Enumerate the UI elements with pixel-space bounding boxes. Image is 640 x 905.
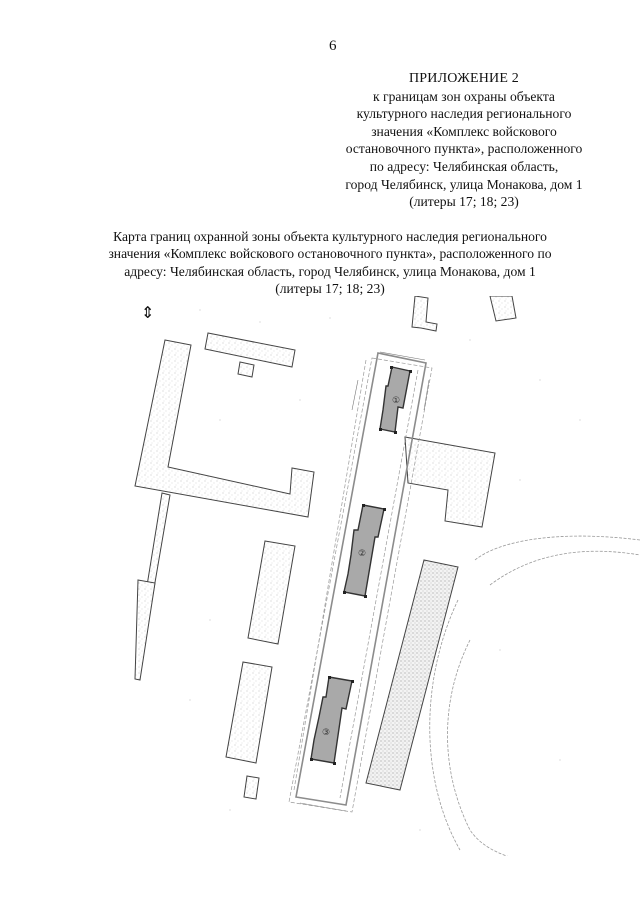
object-label-1: ① (392, 396, 400, 406)
caption-line: адресу: Челябинская область, город Челяб… (124, 263, 536, 279)
appendix-line: (литеры 17; 18; 23) (409, 194, 519, 210)
appendix-line: значения «Комплекс войскового (371, 123, 557, 139)
vertex-markers (310, 366, 412, 765)
building-l-small (411, 296, 438, 332)
protection-zone-inner (288, 357, 433, 813)
neighbor-building-right (404, 436, 496, 528)
neighbor-buildings-left (134, 332, 315, 800)
dimension-lines (299, 351, 430, 812)
building-tr (489, 296, 517, 322)
caption-line: значения «Комплекс войскового остановочн… (108, 246, 552, 262)
building-u-shaped (134, 339, 315, 518)
object-label-2: ② (358, 549, 366, 559)
neighbor-buildings-top-right (411, 296, 517, 332)
stadium-outline (429, 535, 640, 856)
appendix-line: город Челябинск, улица Монакова, дом 1 (345, 176, 583, 192)
object-label-3: ③ (322, 728, 330, 738)
building-rect-2 (225, 661, 273, 764)
protected-object-3 (310, 676, 353, 764)
north-arrow-icon: ⇕ (141, 303, 155, 322)
building-top (204, 332, 296, 368)
building-small (243, 775, 260, 800)
caption-line: Карта границ охранной зоны объекта культ… (113, 229, 547, 244)
caption-line: (литеры 17; 18; 23) (275, 281, 385, 297)
scan-noise (189, 309, 581, 831)
page-number: 6 (329, 38, 337, 54)
site-map: ① ② ③ (134, 296, 640, 856)
protection-zone-boundary (295, 352, 427, 806)
appendix-line: культурного наследия регионального (356, 106, 572, 122)
appendix-header: ПРИЛОЖЕНИЕ 2 к границам зон охраны объек… (312, 70, 616, 211)
appendix-title: ПРИЛОЖЕНИЕ 2 (408, 71, 520, 86)
building-left-edge (134, 579, 156, 681)
appendix-line: к границам зон охраны объекта (373, 88, 555, 104)
appendix-line: по адресу: Челябинская область, (369, 158, 559, 174)
building-top-annex (237, 361, 255, 378)
appendix-line: остановочного пункта», расположенного (345, 141, 583, 157)
map-caption: Карта границ охранной зоны объекта культ… (70, 228, 590, 298)
protected-object-1 (379, 366, 411, 433)
object-labels: ① ② ③ (322, 396, 400, 738)
building-long-right (365, 559, 459, 791)
building-rect-1 (247, 540, 296, 645)
